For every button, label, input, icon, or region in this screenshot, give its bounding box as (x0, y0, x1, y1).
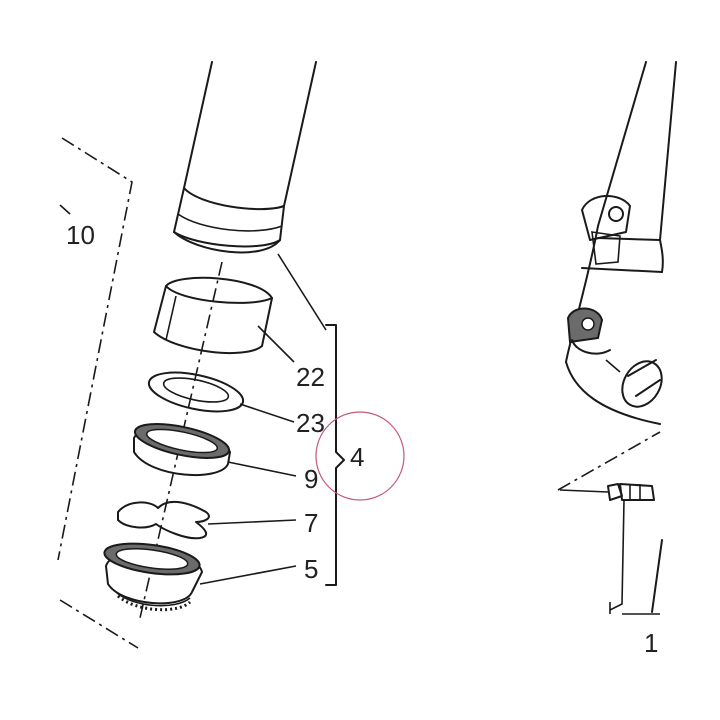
callout-4: 4 (350, 442, 364, 472)
wire-clip-part-7 (117, 500, 210, 540)
dust-seal-part-5 (103, 542, 203, 612)
washer-part-23 (147, 371, 245, 413)
callout-7: 7 (304, 508, 318, 538)
bushing-part-22 (153, 276, 273, 355)
callout-5: 5 (304, 554, 318, 584)
callout-22: 22 (296, 362, 325, 392)
kit-bracket (325, 324, 345, 586)
fork-tube (173, 61, 317, 254)
callout-10: 10 (66, 220, 95, 250)
callout-23: 23 (296, 408, 325, 438)
highlight-circle (315, 411, 405, 501)
oil-seal-part-9 (133, 423, 231, 476)
left-boundary-lines (57, 137, 139, 649)
bleed-screw-part-1 (557, 431, 663, 615)
callout-1: 1 (644, 628, 658, 658)
fork-leg-assembly (565, 61, 677, 425)
leader-lines (199, 253, 327, 585)
callout-9: 9 (304, 464, 318, 494)
